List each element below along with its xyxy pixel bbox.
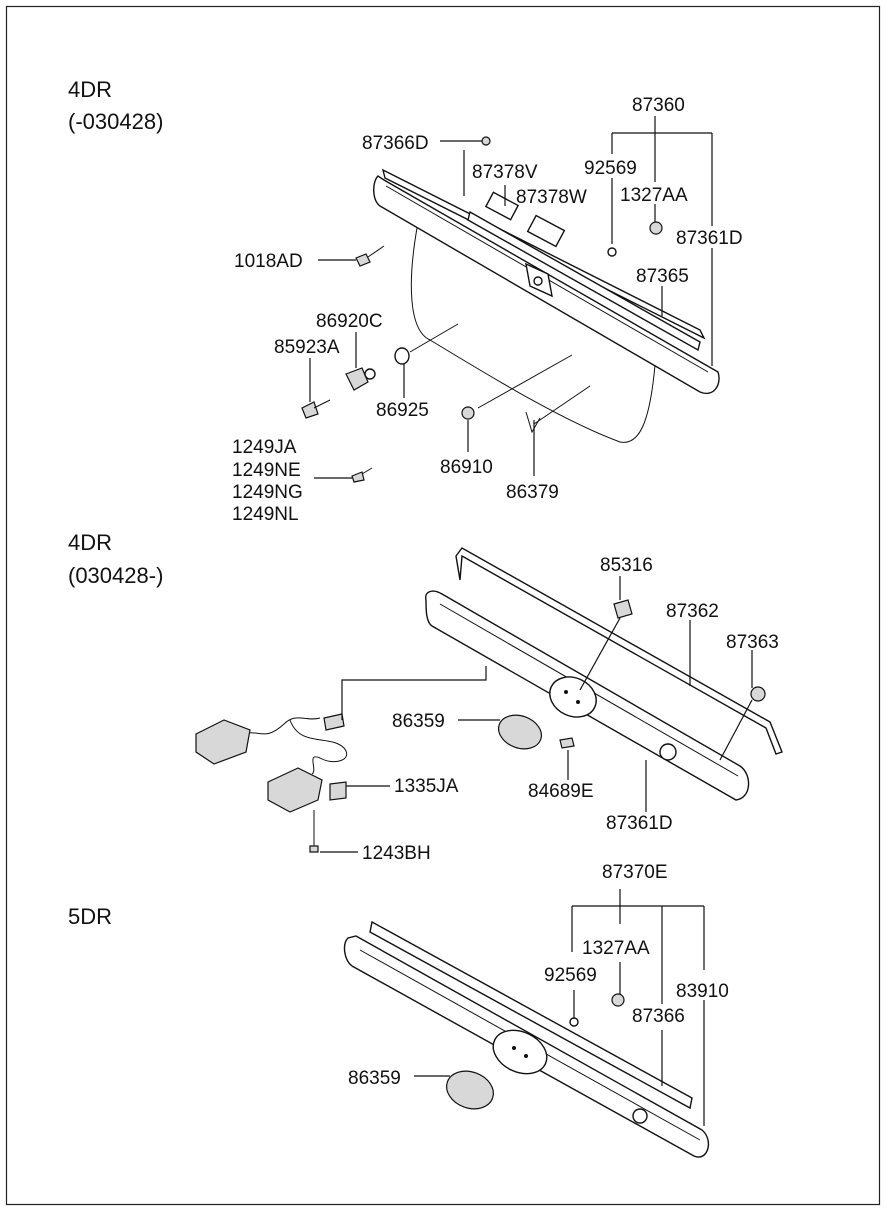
section-1-title: 4DR: [68, 77, 112, 102]
washer-92569-b: [569, 1017, 579, 1027]
diagram-frame: [5, 5, 881, 1206]
bolt-87366D: [481, 136, 491, 146]
part-label: 1018AD: [234, 251, 303, 272]
part-label: 86920C: [316, 311, 383, 332]
washer-92569: [607, 247, 617, 257]
connector-1335JA: [329, 781, 347, 801]
emblem-86359-b: [446, 1070, 494, 1110]
label-87378V: [484, 191, 520, 221]
section-3-drawing: [343, 889, 710, 1158]
part-label: 1249NG: [232, 482, 303, 503]
part-label: 87362: [666, 601, 719, 622]
pad-84689E: [559, 737, 575, 749]
screw-1243BH: [309, 845, 319, 853]
nut-86910: [461, 406, 475, 420]
part-label: 1335JA: [394, 776, 459, 797]
part-label: 87365: [636, 266, 689, 287]
part-label: 87366D: [362, 133, 429, 154]
screw-1018AD: [355, 253, 371, 267]
connector-1: [323, 713, 345, 731]
part-label: 1327AA: [582, 938, 650, 959]
screw-85923A: [301, 401, 319, 419]
clip-85316: [613, 599, 633, 619]
part-label: 1249JA: [232, 437, 297, 458]
part-label: 92569: [584, 158, 637, 179]
section-2-subtitle: (030428-): [68, 563, 163, 588]
cap-87363: [750, 686, 766, 702]
part-label: 1249NL: [232, 504, 299, 525]
part-label: 1327AA: [620, 185, 688, 206]
section-2-title: 4DR: [68, 530, 112, 555]
part-label: 87366: [632, 1006, 685, 1027]
label-87378W: [526, 214, 566, 248]
part-label: 87360: [632, 95, 685, 116]
part-label: 87361D: [676, 228, 743, 249]
section-2-drawing: [195, 547, 783, 853]
part-label: 84689E: [528, 781, 594, 802]
part-label: 85923A: [274, 337, 340, 358]
part-label: 87363: [726, 632, 779, 653]
section-1-drawing: [301, 116, 720, 483]
emblem-oval-5dr: [492, 1029, 548, 1075]
part-label: 92569: [544, 965, 597, 986]
garnish-center-hole: [533, 276, 543, 286]
clip-86920C-head: [364, 368, 376, 380]
switch-body-1: [195, 719, 251, 765]
strip-87365: [467, 210, 701, 352]
part-label: 86925: [376, 400, 429, 421]
part-label: 87378V: [472, 162, 538, 183]
emblem-86359-a: [498, 714, 542, 750]
section-1-subtitle: (-030428): [68, 109, 163, 134]
part-label: 86359: [348, 1068, 401, 1089]
wiring-harness: [235, 717, 347, 775]
part-label: 1243BH: [362, 843, 431, 864]
clip-86379: [525, 411, 541, 434]
garnish-5dr-hole: [632, 1108, 648, 1124]
nut-1327AA-b: [611, 993, 625, 1007]
part-label: 85316: [600, 555, 653, 576]
section-3-title: 5DR: [68, 904, 112, 929]
switch-body-2: [267, 767, 323, 813]
emblem-oval-on-garnish: [549, 676, 597, 718]
part-label: 83910: [676, 981, 729, 1002]
part-label: 1249NE: [232, 460, 301, 481]
part-label: 87361D: [606, 813, 673, 834]
rear-glass-outline: [410, 227, 656, 443]
moulding-87362: [455, 547, 783, 755]
part-label: 86910: [440, 457, 493, 478]
garnish-b-hole: [659, 743, 677, 761]
part-label: 86359: [392, 711, 445, 732]
part-label: 86379: [506, 482, 559, 503]
part-label: 87378W: [516, 187, 587, 208]
grommet-86925: [394, 347, 410, 365]
screw-1249: [351, 471, 365, 483]
clip-86920C: [345, 367, 369, 391]
nut-1327AA: [649, 221, 663, 235]
part-label: 87370E: [602, 862, 668, 883]
strip-87366: [369, 920, 693, 1110]
